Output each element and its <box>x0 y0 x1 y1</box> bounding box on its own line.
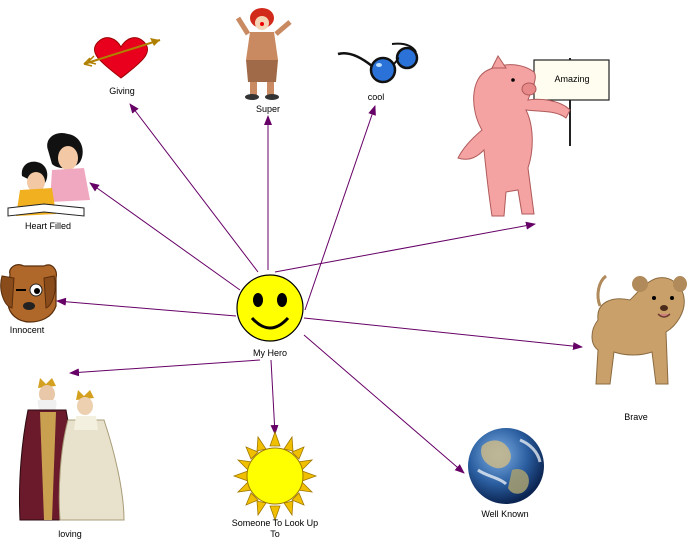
parent-reading-child-icon[interactable] <box>7 132 90 217</box>
edge-to-heart-filled <box>89 182 241 291</box>
sun-icon[interactable] <box>232 430 318 522</box>
king-queen-icon[interactable] <box>18 378 125 521</box>
edge-to-brave <box>303 317 583 351</box>
edge-to-innocent <box>56 297 237 317</box>
lion-cub-icon[interactable] <box>591 274 687 385</box>
sunglasses-icon[interactable] <box>337 42 419 84</box>
node-label-innocent: Innocent <box>9 325 45 335</box>
center-label-my-hero: My Hero <box>252 348 288 358</box>
edge-to-loving <box>69 359 261 377</box>
node-label-heart-filled: Heart Filled <box>24 221 72 231</box>
node-label-someone: Someone To Look Up To <box>231 518 319 539</box>
node-label-well-known: Well Known <box>481 509 529 519</box>
sign-text: Amazing <box>554 74 589 84</box>
node-label-cool: cool <box>367 92 385 102</box>
pig-with-sign-icon[interactable] <box>457 55 610 217</box>
earth-globe-icon[interactable] <box>468 428 544 504</box>
edge-to-giving <box>129 103 259 273</box>
node-label-brave: Brave <box>624 412 648 422</box>
edge-to-amazing <box>274 221 536 273</box>
edge-to-someone <box>270 359 279 435</box>
edge-to-well-known <box>303 334 465 474</box>
node-label-super: Super <box>255 104 281 114</box>
edge-to-cool <box>304 105 376 311</box>
heart-arrow-icon[interactable] <box>83 37 161 79</box>
clown-icon[interactable] <box>235 8 292 100</box>
smiley-face-icon[interactable] <box>236 274 304 342</box>
node-label-giving: Giving <box>109 86 135 96</box>
node-label-loving: loving <box>58 529 82 539</box>
puppy-face-icon[interactable] <box>0 264 57 323</box>
connection-lines <box>56 103 583 474</box>
